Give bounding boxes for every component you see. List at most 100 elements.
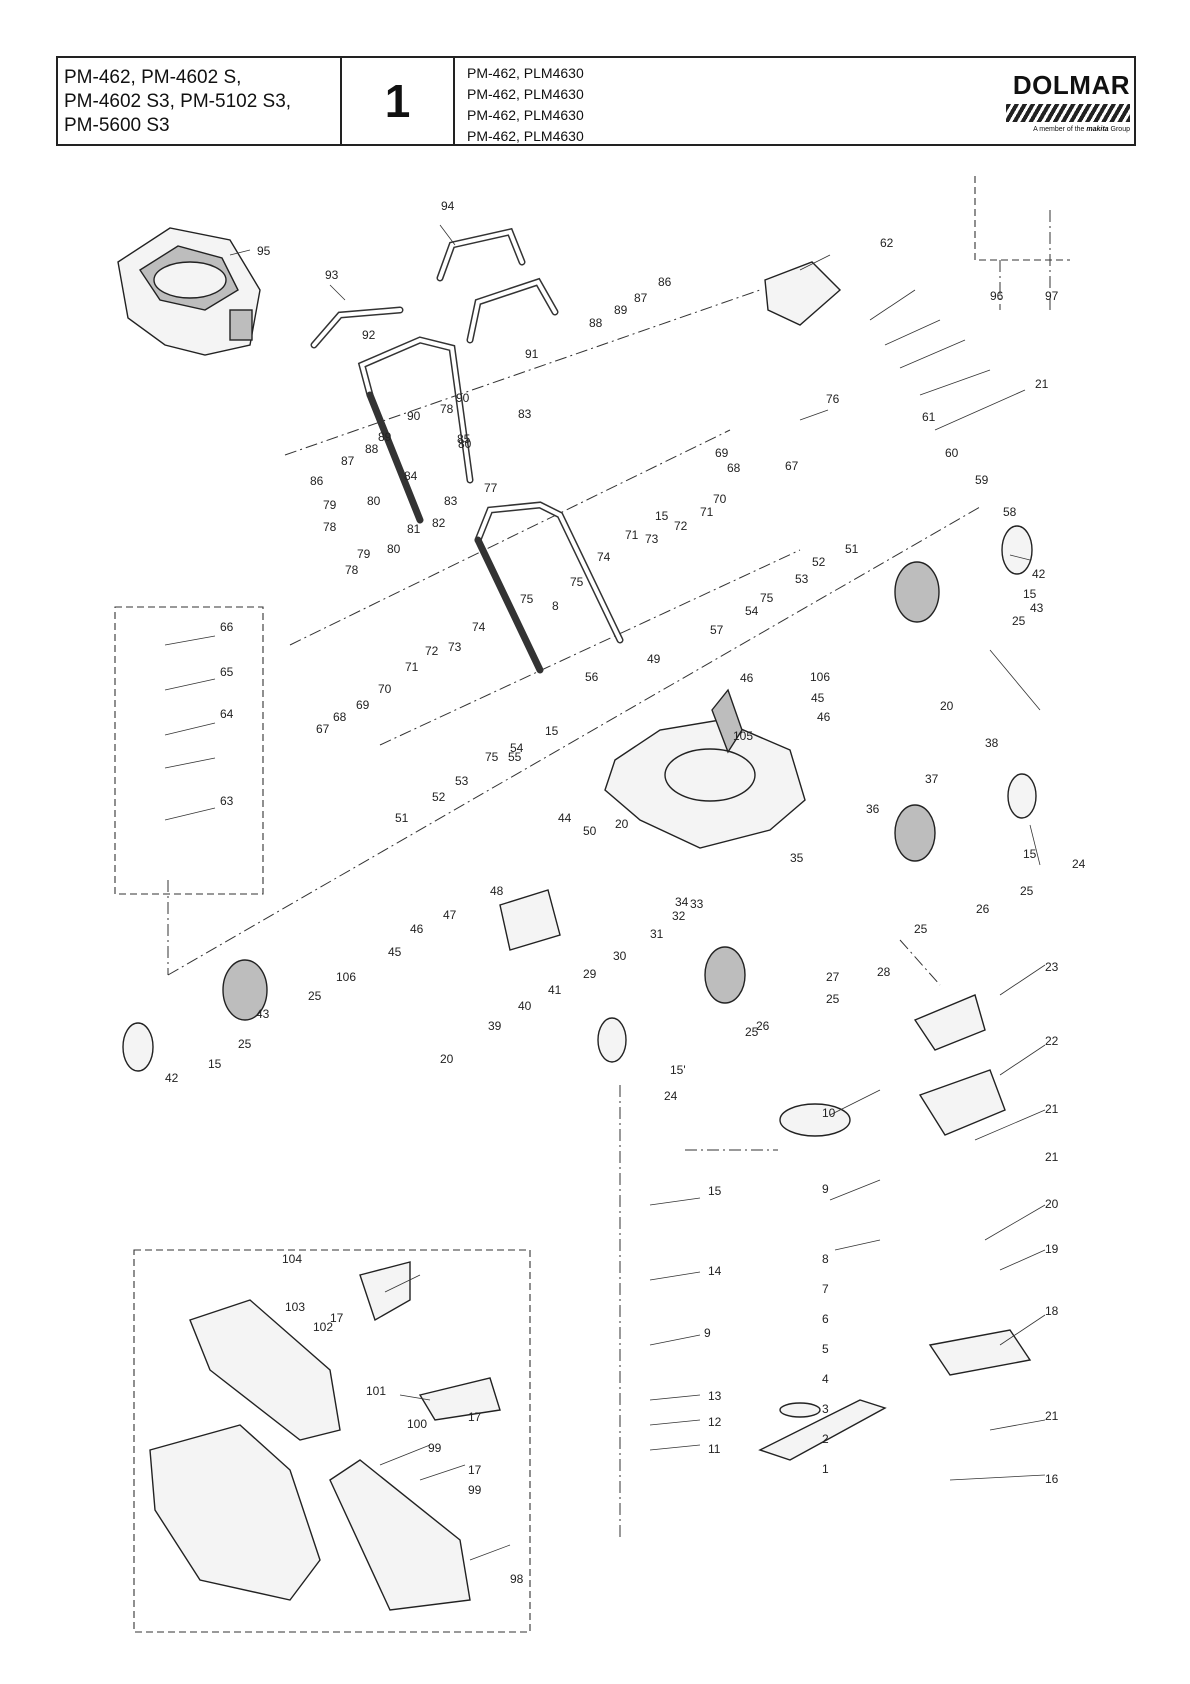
part-callout-51: 51 <box>395 811 409 825</box>
part-callout-71: 71 <box>625 528 639 542</box>
part-callout-54: 54 <box>745 604 759 618</box>
part-callout-13: 13 <box>708 1389 722 1403</box>
part-callout-4: 4 <box>822 1372 829 1386</box>
part-callout-86: 86 <box>658 275 672 289</box>
part-callout-1: 1 <box>822 1462 829 1476</box>
part-callout-99: 99 <box>468 1483 482 1497</box>
part-callout-99: 99 <box>428 1441 442 1455</box>
variant-line: PM-462, PLM4630 <box>467 107 584 123</box>
part-callout-80: 80 <box>387 542 401 556</box>
brand-tagline: A member of the makita Group <box>1033 126 1130 133</box>
logo-stripes-icon <box>1006 104 1130 122</box>
part-callout-74: 74 <box>472 620 486 634</box>
part-callout-94: 94 <box>441 199 455 213</box>
part-callout-71: 71 <box>405 660 419 674</box>
part-callout-25: 25 <box>238 1037 252 1051</box>
part-callout-63: 63 <box>220 794 234 808</box>
part-callout-9: 9 <box>704 1326 711 1340</box>
part-callout-62: 62 <box>880 236 894 250</box>
part-callout-66: 66 <box>220 620 234 634</box>
part-callout-80: 80 <box>367 494 381 508</box>
part-callout-21: 21 <box>1045 1409 1059 1423</box>
dolmar-logo: DOLMAR A member of the makita Group <box>990 72 1130 133</box>
part-callout-2: 2 <box>822 1432 829 1446</box>
part-callout-43: 43 <box>256 1007 270 1021</box>
grass-catcher-box <box>133 1249 531 1633</box>
part-callout-21: 21 <box>1045 1102 1059 1116</box>
part-callout-15: 15 <box>655 509 669 523</box>
part-callout-49: 49 <box>647 652 661 666</box>
model-list: PM-462, PM-4602 S, PM-4602 S3, PM-5102 S… <box>58 58 342 144</box>
part-callout-75: 75 <box>570 575 584 589</box>
part-callout-53: 53 <box>455 774 469 788</box>
part-callout-89: 89 <box>378 430 392 444</box>
brand-name: DOLMAR <box>1012 70 1130 100</box>
part-callout-104: 104 <box>282 1252 302 1266</box>
part-callout-55: 55 <box>508 750 522 764</box>
part-callout-46: 46 <box>740 671 754 685</box>
part-callout-105: 105 <box>733 729 753 743</box>
part-callout-42: 42 <box>165 1071 179 1085</box>
part-callout-11: 11 <box>708 1442 721 1456</box>
part-callout-102: 102 <box>313 1320 333 1334</box>
part-callout-88: 88 <box>589 316 603 330</box>
part-callout-3: 3 <box>822 1402 829 1416</box>
part-callout-87: 87 <box>634 291 648 305</box>
part-callout-8: 8 <box>552 599 559 613</box>
part-callout-75: 75 <box>485 750 499 764</box>
part-callout-44: 44 <box>558 811 572 825</box>
part-callout-70: 70 <box>378 682 392 696</box>
part-callout-27: 27 <box>826 970 840 984</box>
part-callout-15: 15 <box>545 724 559 738</box>
part-callout-69: 69 <box>715 446 729 460</box>
part-callout-20: 20 <box>940 699 954 713</box>
part-callout-59: 59 <box>975 473 989 487</box>
throttle-box <box>974 176 1070 261</box>
part-callout-106: 106 <box>810 670 830 684</box>
part-callout-93: 93 <box>325 268 339 282</box>
part-callout-73: 73 <box>645 532 659 546</box>
part-callout-84: 84 <box>404 469 418 483</box>
part-callout-20: 20 <box>615 817 629 831</box>
part-callout-33: 33 <box>690 897 704 911</box>
part-callout-78: 78 <box>345 563 359 577</box>
part-callout-15: 15 <box>1023 587 1037 601</box>
part-callout-48: 48 <box>490 884 504 898</box>
part-callout-103: 103 <box>285 1300 305 1314</box>
part-callout-79: 79 <box>357 547 371 561</box>
part-callout-88: 88 <box>365 442 379 456</box>
part-callout-23: 23 <box>1045 960 1059 974</box>
part-callout-40: 40 <box>518 999 532 1013</box>
part-callout-95: 95 <box>257 244 271 258</box>
part-callout-20: 20 <box>440 1052 454 1066</box>
part-callout-10: 10 <box>822 1106 836 1120</box>
page-number: 1 <box>342 58 455 144</box>
part-callout-25: 25 <box>1020 884 1034 898</box>
part-callout-14: 14 <box>708 1264 722 1278</box>
part-callout-25: 25 <box>308 989 322 1003</box>
part-callout-76: 76 <box>826 392 840 406</box>
part-callout-64: 64 <box>220 707 234 721</box>
part-callout-17: 17 <box>468 1463 482 1477</box>
model-line: PM-5600 S3 <box>64 115 170 136</box>
part-callout-57: 57 <box>710 623 724 637</box>
part-callout-31: 31 <box>650 927 664 941</box>
part-callout-47: 47 <box>443 908 457 922</box>
part-callout-43: 43 <box>1030 601 1044 615</box>
part-callout-54: 54 <box>510 741 524 755</box>
blade-stack <box>758 994 1032 1461</box>
part-callout-78: 78 <box>440 402 454 416</box>
part-callout-98: 98 <box>510 1572 524 1586</box>
part-callout-41: 41 <box>548 983 562 997</box>
part-callout-25: 25 <box>914 922 928 936</box>
part-callout-74: 74 <box>597 550 611 564</box>
part-callout-100: 100 <box>407 1417 427 1431</box>
rear-flap-box <box>114 606 264 895</box>
part-callout-89: 89 <box>614 303 628 317</box>
part-callout-75: 75 <box>520 592 534 606</box>
part-callout-26: 26 <box>756 1019 770 1033</box>
variant-line: PM-462, PLM4630 <box>467 65 584 81</box>
part-callout-17: 17 <box>468 1410 482 1424</box>
part-callout-21: 21 <box>1045 1150 1059 1164</box>
